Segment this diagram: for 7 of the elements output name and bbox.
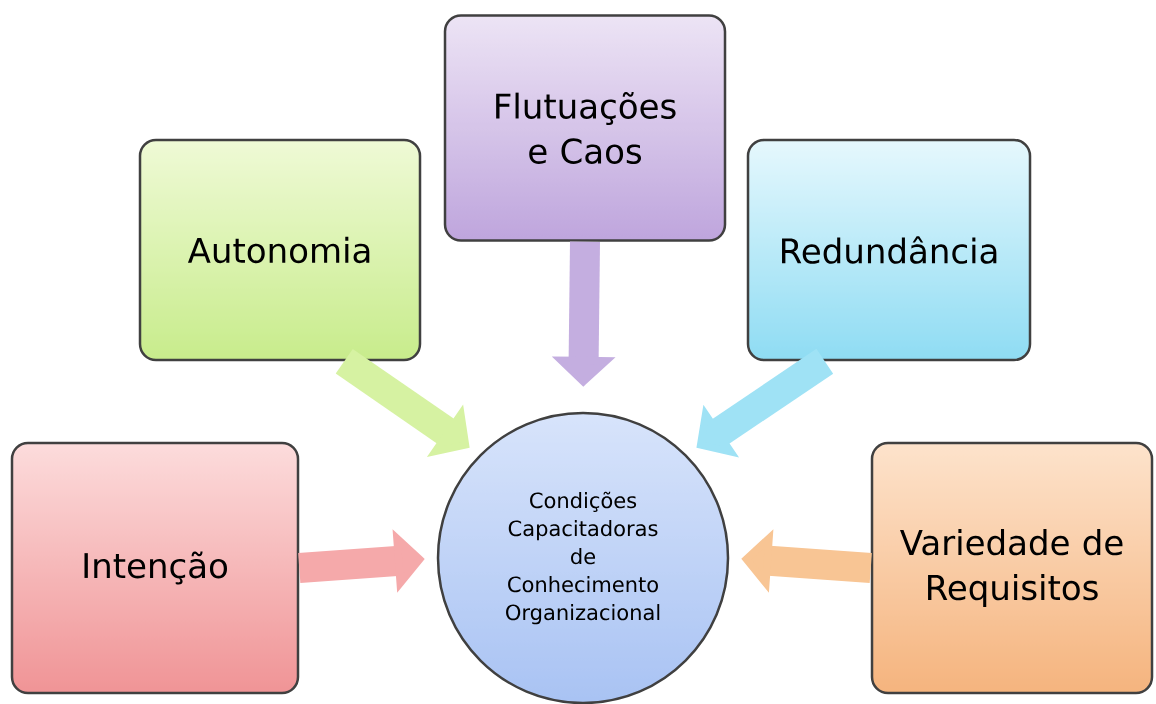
- process-box: Intenção: [10, 441, 300, 695]
- circle-node: Condições Capacitadoras de Conhecimento Organizacional: [436, 411, 730, 704]
- process-box: Variedade de Requisitos: [870, 441, 1154, 695]
- block-arrow: [696, 348, 834, 458]
- process-box: Redundância: [746, 138, 1032, 362]
- process-box: Autonomia: [138, 138, 422, 362]
- process-box: Flutuações e Caos: [443, 14, 727, 242]
